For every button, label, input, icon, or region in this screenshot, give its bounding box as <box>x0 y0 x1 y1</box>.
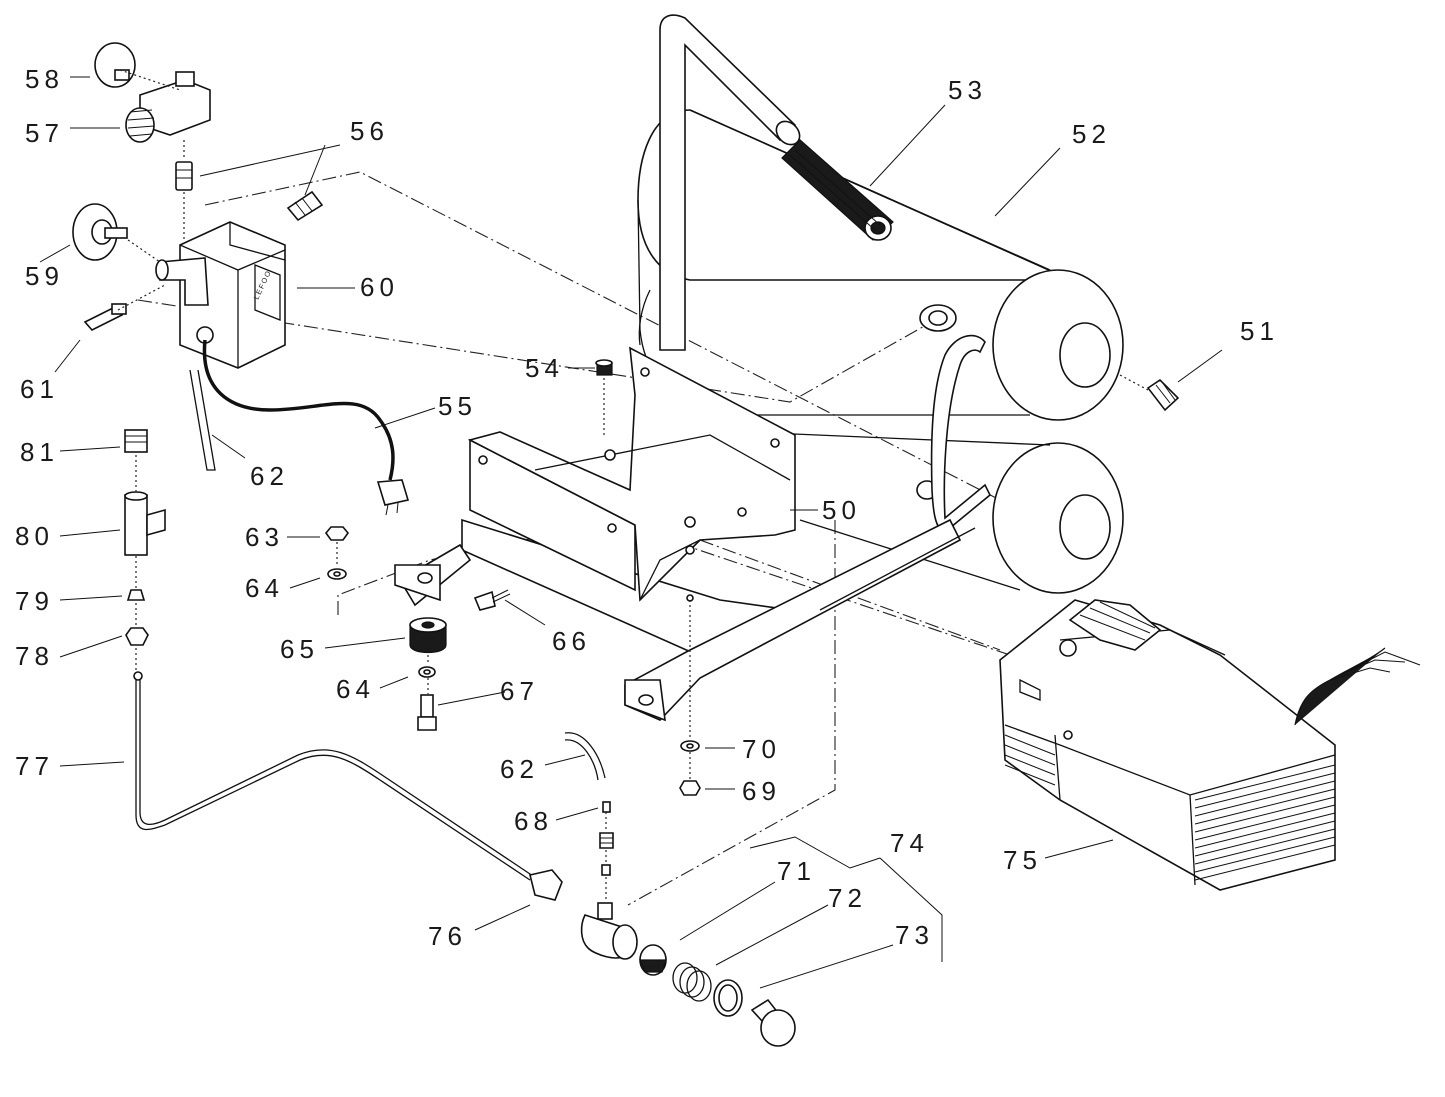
nut-63 <box>324 526 350 541</box>
rubber-foot-65 <box>409 617 447 654</box>
label-67: 67 <box>500 676 539 706</box>
spring-72 <box>672 962 712 1002</box>
leader-lines <box>39 76 1223 989</box>
fitting-56b <box>286 190 324 222</box>
label-51: 51 <box>1240 316 1279 346</box>
carry-handle <box>659 14 801 351</box>
base-frame <box>394 346 976 722</box>
label-56: 56 <box>350 116 389 146</box>
nut-78 <box>125 627 149 646</box>
dotted-axes <box>117 69 1149 902</box>
label-78: 78 <box>15 641 54 671</box>
label-75: 75 <box>1003 845 1042 875</box>
cap-54 <box>595 359 613 376</box>
label-57: 57 <box>25 118 64 148</box>
label-60: 60 <box>360 272 399 302</box>
label-52: 52 <box>1072 119 1111 149</box>
label-65: 65 <box>280 634 319 664</box>
washer-64b <box>418 666 436 678</box>
label-66: 66 <box>552 626 591 656</box>
label-62-upper: 62 <box>250 461 289 491</box>
label-62-lower: 62 <box>500 754 539 784</box>
fitting-81 <box>124 429 148 453</box>
label-71: 71 <box>777 856 816 886</box>
part-number-labels: 58 57 56 59 60 61 55 62 53 52 51 54 50 8… <box>15 64 1279 951</box>
upper-tank-end-cap <box>1059 322 1111 388</box>
assembly-centerlines <box>137 171 1011 906</box>
gauge-58 <box>94 42 136 88</box>
drain-valve-body <box>580 902 638 960</box>
label-61: 61 <box>20 374 59 404</box>
label-64-upper: 64 <box>245 573 284 603</box>
label-69: 69 <box>742 776 781 806</box>
nut-69 <box>679 780 701 796</box>
tube-62b <box>564 732 606 781</box>
washer-64a <box>327 568 347 580</box>
label-68: 68 <box>514 806 553 836</box>
handle-grip <box>781 139 894 241</box>
gauge-59 <box>72 203 128 261</box>
motor-pump-unit <box>999 599 1421 891</box>
label-63: 63 <box>245 522 284 552</box>
label-58: 58 <box>25 64 64 94</box>
nut-76 <box>529 869 563 901</box>
label-76: 76 <box>428 921 467 951</box>
safety-valve-61 <box>83 303 127 331</box>
label-54: 54 <box>525 353 564 383</box>
label-59: 59 <box>25 261 64 291</box>
ferrule-79 <box>126 589 146 601</box>
label-55: 55 <box>438 391 477 421</box>
fitting-68 <box>599 801 614 876</box>
label-64-lower: 64 <box>336 674 375 704</box>
label-74: 74 <box>890 828 929 858</box>
tee-fitting-80 <box>124 491 166 556</box>
tank-side-bracket <box>930 334 992 533</box>
label-77: 77 <box>15 751 54 781</box>
label-81: 81 <box>20 437 59 467</box>
washer-70 <box>680 740 700 752</box>
bolt-67 <box>417 694 437 731</box>
power-cord-55 <box>202 339 410 516</box>
label-72: 72 <box>828 883 867 913</box>
filter-71 <box>639 944 667 976</box>
label-79: 79 <box>15 586 54 616</box>
tube-77 <box>133 671 534 881</box>
tube-62a <box>189 369 216 471</box>
fitting-56a <box>175 161 193 191</box>
fitting-51 <box>1146 378 1180 412</box>
pressure-switch-60: LEFOO <box>155 221 286 369</box>
label-80: 80 <box>15 521 54 551</box>
washer-73 <box>713 979 743 1017</box>
motor-cooling-fins <box>1004 734 1336 881</box>
regulator-57 <box>125 71 211 143</box>
drain-plug <box>750 998 796 1047</box>
screw-66 <box>473 589 511 611</box>
label-50: 50 <box>822 495 861 525</box>
label-53: 53 <box>948 75 987 105</box>
label-73: 73 <box>895 920 934 950</box>
label-70: 70 <box>742 734 781 764</box>
lower-tank-end-cap <box>1059 494 1111 560</box>
